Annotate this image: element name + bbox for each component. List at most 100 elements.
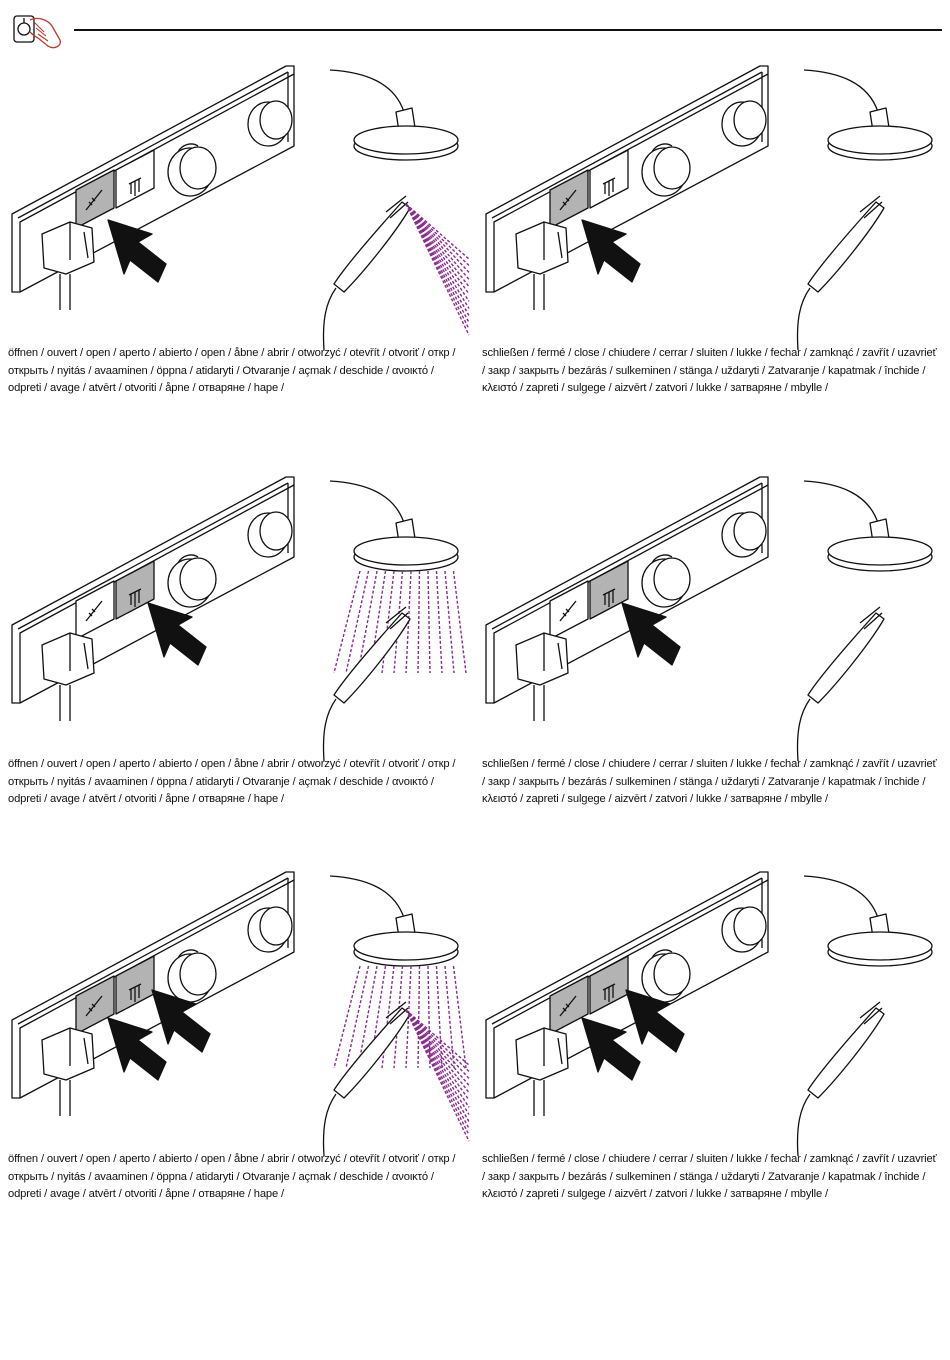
- shower-arm: [329, 480, 405, 524]
- hand-shower-symbol-icon: [85, 600, 103, 622]
- hose-connection: [59, 685, 71, 721]
- hand-shower-symbol-icon: [85, 189, 103, 211]
- panel-close-hand-shower: schließen / fermé / close / chiudere / c…: [478, 62, 948, 407]
- spray-line: [405, 1009, 470, 1086]
- panel-inner-edge: [493, 73, 769, 292]
- diagram-group: [11, 476, 467, 762]
- shower-diagram: [485, 476, 933, 762]
- head-shower-top: [827, 125, 933, 155]
- shower-diagram: [11, 65, 470, 351]
- head-shower-top: [827, 931, 933, 961]
- shower-diagram: [11, 871, 470, 1157]
- volume-knob-face: [259, 906, 293, 946]
- hand-shower-hose: [322, 698, 337, 762]
- panel-inner-edge: [19, 879, 295, 1098]
- spray-line: [405, 203, 470, 309]
- hand-shower-icon: [333, 201, 411, 293]
- rotation-mark-icon: [177, 949, 199, 959]
- shower-diagram: [11, 476, 467, 762]
- hand-shower-nozzles: [385, 606, 409, 630]
- spray-line: [405, 203, 470, 302]
- spray-line: [427, 570, 431, 674]
- head-shower-symbol-icon: [602, 177, 616, 196]
- holder-detail: [69, 222, 89, 260]
- hand-shower-nozzles: [385, 195, 409, 219]
- hand-shower-nozzles: [859, 1001, 883, 1025]
- caption-close: schließen / fermé / close / chiudere / c…: [482, 758, 937, 805]
- holder-detail: [69, 633, 89, 671]
- shower-diagram: [485, 871, 933, 1157]
- spray-line: [405, 1009, 470, 1101]
- hose-connection: [533, 685, 545, 721]
- shower-arm: [329, 69, 405, 113]
- caption-open: öffnen / ouvert / open / aperto / abiert…: [8, 1153, 456, 1200]
- diagram-group: [11, 65, 470, 351]
- spray-line: [405, 203, 470, 295]
- spray-line: [405, 203, 470, 330]
- diagram-group: [11, 871, 470, 1157]
- head-shower-button: [115, 149, 155, 209]
- spray-line: [405, 203, 470, 336]
- spray-line: [345, 570, 370, 674]
- head-shower-top: [353, 125, 459, 155]
- hand-shower-symbol-icon: [85, 995, 103, 1017]
- press-arrow-icon: [581, 219, 641, 283]
- temperature-knob-face: [179, 146, 217, 190]
- shower-diagram: [485, 65, 933, 351]
- spray-line: [435, 965, 443, 1069]
- head-shower-top: [353, 536, 459, 566]
- hand-shower-symbol-icon: [559, 600, 577, 622]
- panel-inner-edge: [19, 73, 295, 292]
- caption-open: öffnen / ouvert / open / aperto / abiert…: [8, 758, 456, 805]
- spray-line: [333, 965, 361, 1069]
- caption-close: schließen / fermé / close / chiudere / c…: [482, 1153, 937, 1200]
- hand-shower-symbol-icon: [559, 995, 577, 1017]
- hose-connection: [533, 274, 545, 310]
- spray-line: [444, 570, 455, 674]
- hand-shower-hose: [796, 698, 811, 762]
- diagram-group: [485, 476, 933, 762]
- hand-shower-spray: [405, 1009, 470, 1142]
- spray-line: [405, 1009, 470, 1079]
- panel-open-head-shower: öffnen / ouvert / open / aperto / abiert…: [4, 473, 474, 818]
- head-shower-symbol-icon: [602, 588, 616, 607]
- spray-line: [405, 203, 470, 273]
- panel-inner-edge: [493, 484, 769, 703]
- head-shower-spray: [333, 965, 467, 1069]
- spray-line: [405, 203, 470, 280]
- diagram-group: [485, 65, 933, 351]
- press-arrow-icon: [107, 219, 167, 283]
- temperature-knob-face: [653, 146, 691, 190]
- caption-close: schließen / fermé / close / chiudere / c…: [482, 347, 937, 394]
- shower-arm: [803, 69, 879, 113]
- hand-shower-icon: [807, 201, 885, 293]
- spray-line: [357, 965, 378, 1069]
- head-shower-symbol-icon: [128, 177, 142, 196]
- hand-shower-hose: [322, 1093, 337, 1157]
- shower-arm: [329, 875, 405, 919]
- press-arrow-icon: [107, 1017, 167, 1081]
- spray-line: [333, 570, 361, 674]
- spray-line: [417, 570, 421, 674]
- spray-line: [405, 1009, 470, 1142]
- head-shower-symbol-icon: [602, 983, 616, 1002]
- holder-detail: [543, 222, 563, 260]
- temperature-knob-face: [179, 557, 217, 601]
- rotation-mark-icon: [651, 949, 673, 959]
- spray-line: [405, 1009, 470, 1066]
- spray-line: [452, 570, 467, 674]
- head-shower-top: [827, 536, 933, 566]
- press-arrow-icon: [625, 989, 685, 1053]
- temperature-knob-face: [653, 557, 691, 601]
- head-shower-top: [353, 931, 459, 961]
- panel-open-both-showers: öffnen / ouvert / open / aperto / abiert…: [4, 868, 474, 1213]
- holder-detail: [543, 1028, 563, 1066]
- spray-line: [435, 570, 443, 674]
- hand-shower-nozzles: [385, 1001, 409, 1025]
- panel-open-hand-shower: öffnen / ouvert / open / aperto / abiert…: [4, 62, 474, 407]
- volume-knob-face: [259, 511, 293, 551]
- spray-line: [405, 1009, 470, 1122]
- press-arrow-icon: [581, 1017, 641, 1081]
- hose-connection: [533, 1080, 545, 1116]
- shower-arm: [803, 875, 879, 919]
